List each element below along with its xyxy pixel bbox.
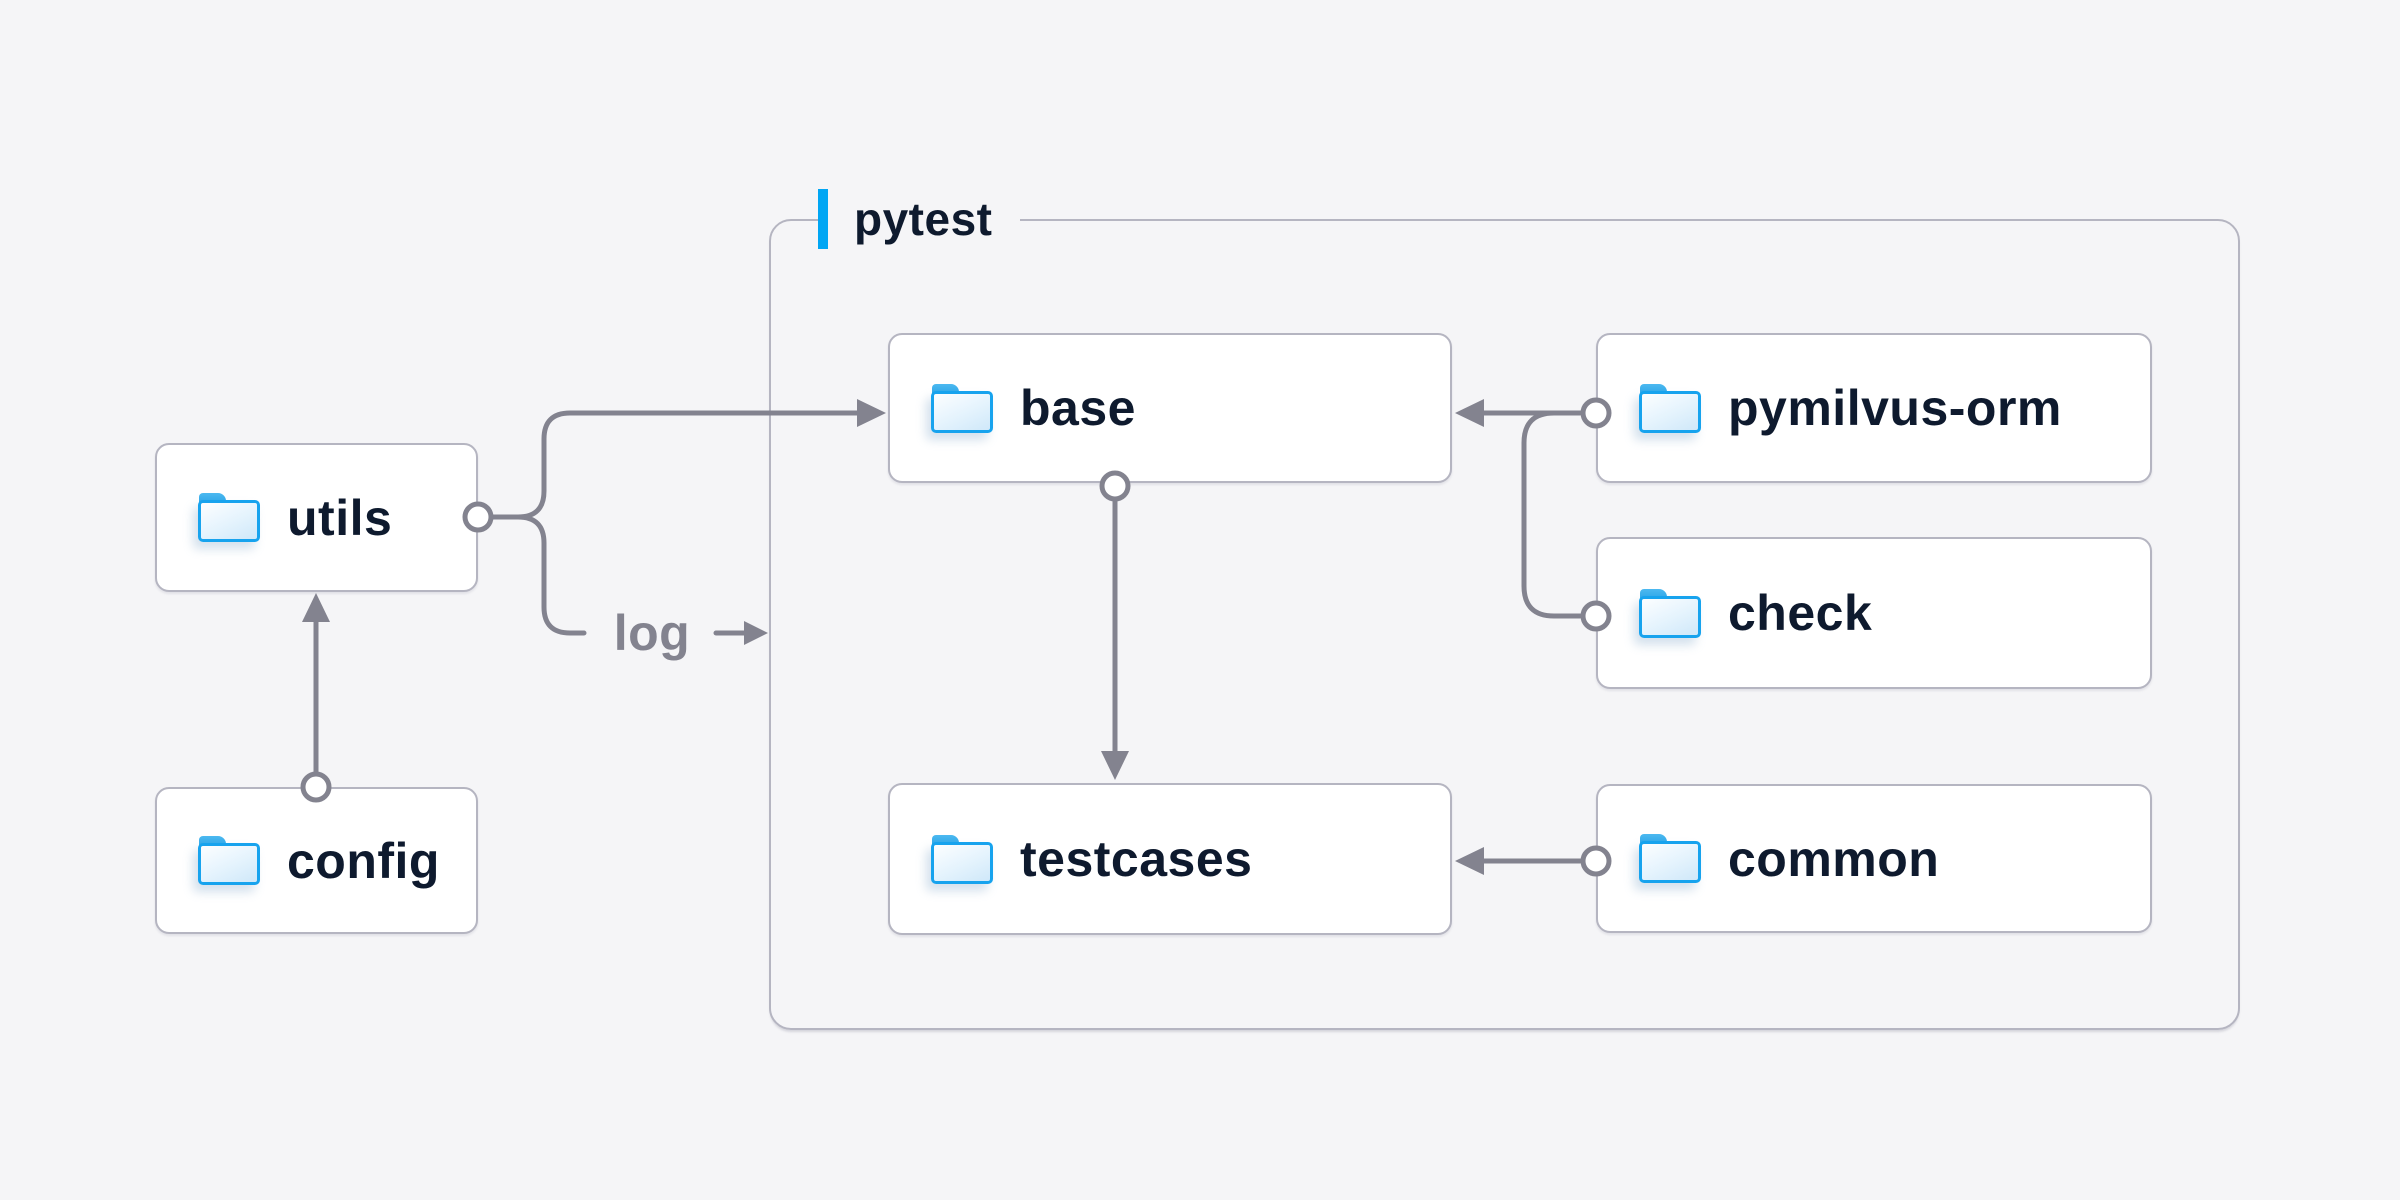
node-utils: utils [155,443,478,592]
folder-icon [931,834,993,884]
folder-icon [931,383,993,433]
folder-body [198,500,260,542]
arrowhead-up-icon [302,593,330,622]
group-label-pytest: pytest [818,189,1021,249]
node-label: testcases [1020,831,1253,887]
edge-label-log: log [613,605,691,661]
node-pymilvus-orm: pymilvus-orm [1596,333,2152,483]
arrowhead-right-icon [744,621,768,645]
node-config: config [155,787,478,934]
folder-body [1639,595,1701,638]
node-common: common [1596,784,2152,933]
folder-body [1639,841,1701,883]
node-label: base [1020,380,1136,436]
node-check: check [1596,537,2152,689]
folder-icon [198,493,260,542]
group-accent-bar [818,189,828,249]
edge-utils-to-log [515,514,587,636]
node-label: common [1728,830,1940,887]
group-box-pytest [769,219,2240,1030]
folder-icon [1639,588,1701,638]
folder-body [198,843,260,885]
folder-body [931,390,993,433]
node-base: base [888,333,1452,483]
node-label: pymilvus-orm [1728,380,2062,436]
folder-icon [1639,383,1701,433]
folder-body [1639,390,1701,433]
node-label: utils [287,489,393,546]
node-label: check [1728,585,1873,641]
group-title: pytest [854,193,993,245]
folder-icon [198,836,260,885]
node-label: config [287,832,440,889]
node-testcases: testcases [888,783,1452,935]
folder-icon [1639,834,1701,883]
edge-config-to-utils [300,593,332,803]
edge-log-to-group-border [713,621,768,645]
folder-body [931,841,993,884]
